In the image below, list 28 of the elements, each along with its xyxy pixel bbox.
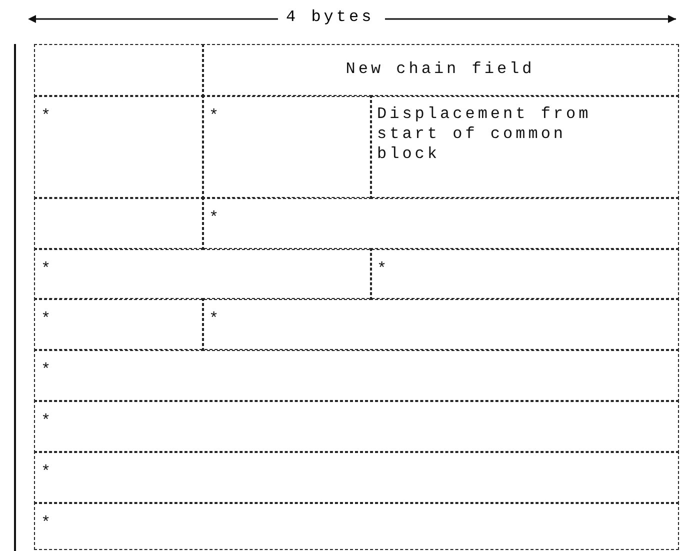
field-label: New chain field (344, 59, 536, 79)
asterisk: * (377, 259, 390, 279)
asterisk: * (41, 411, 54, 431)
asterisk: * (41, 309, 54, 329)
asterisk: * (209, 208, 222, 228)
table-cell (34, 298, 204, 350)
table-cell (202, 44, 678, 96)
asterisk: * (41, 360, 54, 380)
asterisk: * (41, 462, 54, 482)
asterisk: * (209, 106, 222, 126)
asterisk: * (41, 513, 54, 533)
table-cell (34, 248, 372, 300)
asterisk: * (41, 259, 54, 279)
table-cell (34, 400, 678, 452)
table-cell (370, 248, 678, 300)
empty-cell (34, 44, 204, 96)
table-cell (34, 95, 204, 198)
field-label: Displacement from start of common block (377, 104, 592, 164)
asterisk: * (41, 106, 54, 126)
table-cell (370, 95, 678, 198)
table-cell (34, 349, 678, 402)
table-cell (202, 95, 372, 198)
table-cell (202, 298, 678, 350)
table-cell (34, 502, 678, 550)
empty-cell (34, 197, 204, 250)
table-cell (34, 451, 678, 504)
asterisk: * (209, 309, 222, 329)
table-cell (202, 197, 678, 250)
